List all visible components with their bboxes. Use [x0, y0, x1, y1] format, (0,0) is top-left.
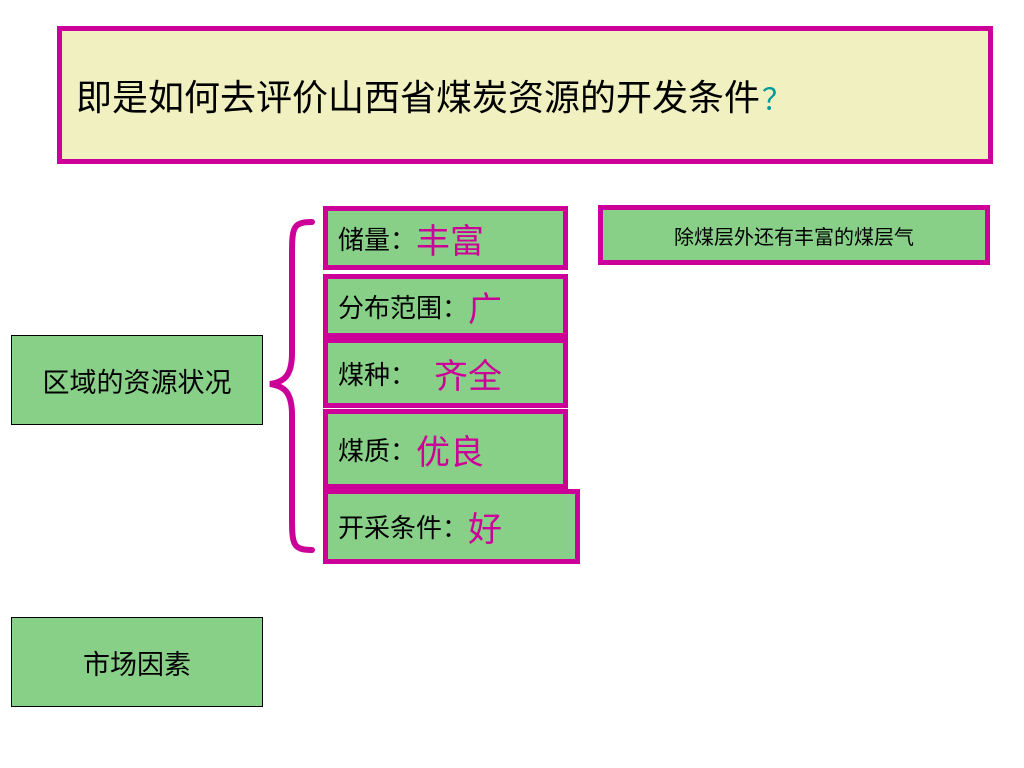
- resource-item-label: 煤种：: [338, 360, 417, 391]
- coalbed-gas-note-text: 除煤层外还有丰富的煤层气: [674, 224, 914, 249]
- title-question-mark: ？: [762, 83, 793, 118]
- region-resource-label: 区域的资源状况: [42, 367, 232, 399]
- market-factors-box: 市场因素: [11, 617, 263, 707]
- resource-item-value: 优良: [416, 432, 485, 473]
- resource-item-value: 齐全: [434, 356, 503, 397]
- title-box: 即是如何去评价山西省煤炭资源的开发条件？: [57, 26, 993, 164]
- resource-item-label: 开采条件：: [338, 514, 469, 544]
- page-title: 即是如何去评价山西省煤炭资源的开发条件？: [76, 69, 792, 121]
- resource-item-label: 煤质：: [338, 436, 417, 467]
- region-resource-box: 区域的资源状况: [11, 335, 263, 425]
- resource-item-coal-types: 煤种： 齐全: [323, 338, 568, 408]
- coalbed-gas-note: 除煤层外还有丰富的煤层气: [598, 205, 990, 265]
- resource-item-distribution: 分布范围：广: [323, 274, 568, 338]
- market-factors-label: 市场因素: [83, 649, 191, 681]
- resource-item-value: 好: [468, 510, 503, 550]
- resource-item-mining-conditions: 开采条件：好: [323, 489, 580, 564]
- resource-item-value: 丰富: [416, 221, 485, 262]
- resource-item-label: 储量：: [338, 225, 417, 256]
- resource-item-value: 广: [468, 289, 503, 330]
- resource-item-label: 分布范围：: [338, 293, 469, 324]
- title-text: 即是如何去评价山西省煤炭资源的开发条件: [76, 78, 761, 119]
- curly-brace-icon: [269, 219, 315, 553]
- resource-item-reserves: 储量：丰富: [323, 206, 568, 270]
- resource-item-coal-quality: 煤质：优良: [323, 409, 568, 489]
